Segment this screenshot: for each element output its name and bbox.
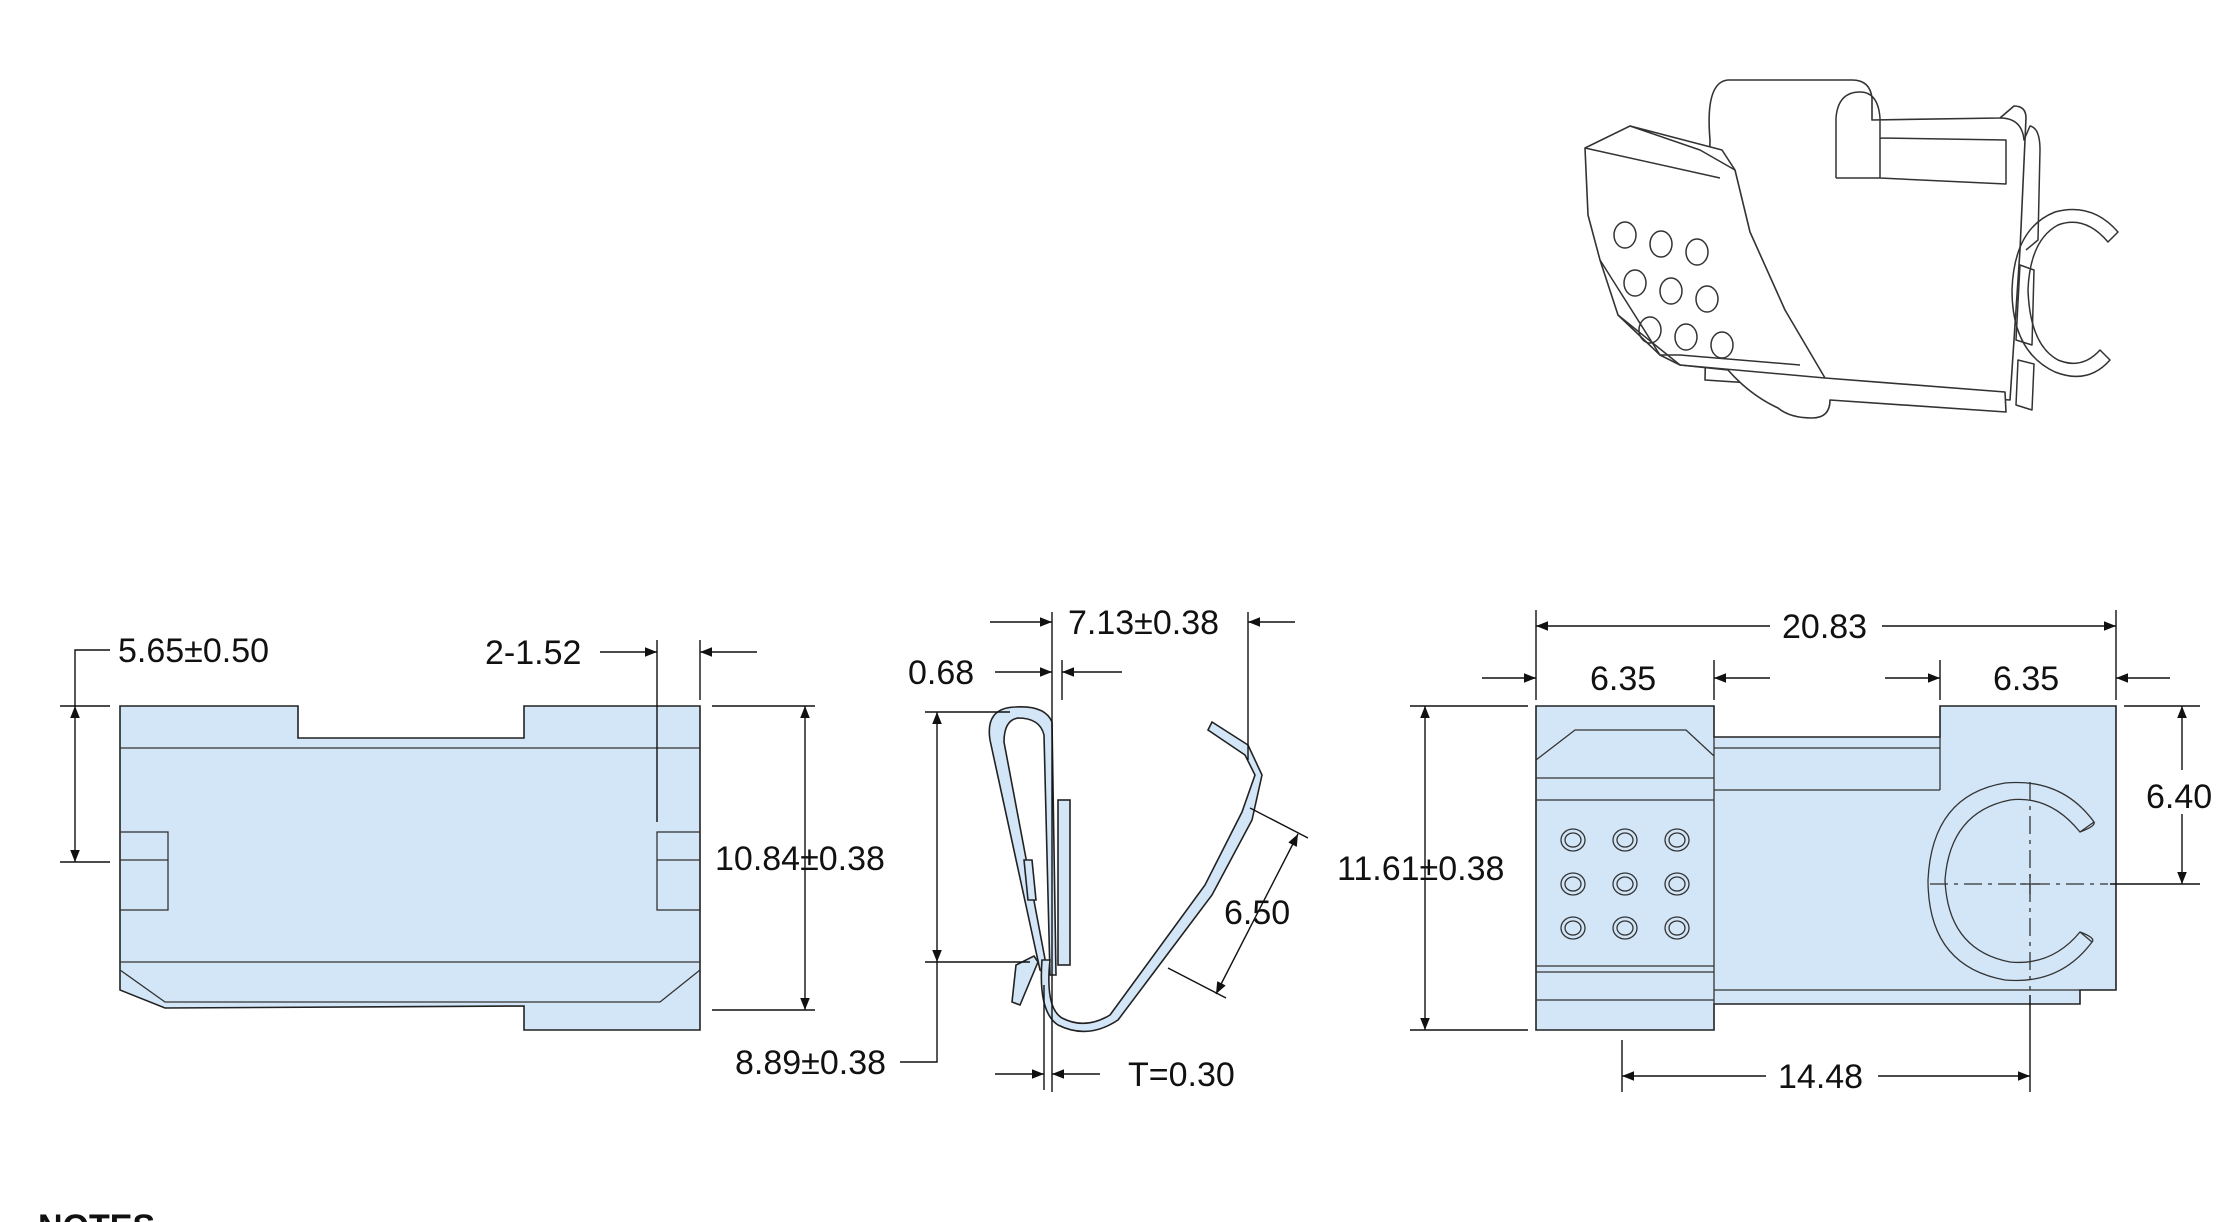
iso-c-slot [2011, 208, 2119, 378]
side-dim-finger: 6.50 [1224, 894, 1290, 932]
iso-front-top-bend [1584, 125, 1736, 179]
front-right-slot [656, 831, 701, 911]
side-dim-height: 8.89±0.38 [735, 1044, 886, 1082]
end-body [1535, 705, 2117, 1031]
iso-side-clip [2015, 264, 2035, 411]
front-dim-slot: 2-1.52 [485, 634, 581, 672]
front-left-slot [119, 831, 169, 911]
iso-right-curl [1999, 117, 2041, 251]
front-view: 5.65±0.50 2-1.52 10.84±0.38 [60, 632, 885, 1031]
iso-dimple-holes [1613, 221, 1734, 359]
end-dim-left-tab: 6.35 [1590, 660, 1656, 698]
side-main-spring [1040, 720, 1263, 1033]
side-dim-thickness: T=0.30 [1128, 1056, 1235, 1094]
end-dim-height: 11.61±0.38 [1337, 850, 1504, 888]
side-dim-gap: 0.68 [908, 654, 974, 692]
side-left-loop [988, 705, 1057, 977]
front-body [119, 705, 701, 1031]
end-dim-hole-offset: 14.48 [1778, 1058, 1863, 1096]
end-view: 20.83 6.35 6.35 11.61±0.38 6.40 14.48 [1337, 600, 2228, 1098]
notes-heading: NOTES [38, 1208, 155, 1222]
end-dim-slot-height: 6.40 [2146, 778, 2212, 816]
end-dimple-holes [1560, 828, 1690, 940]
front-dim-height: 10.84±0.38 [715, 840, 885, 878]
side-inner-tab [1023, 859, 1037, 901]
front-bottom-chamfer [119, 969, 701, 1003]
side-center-strip [1057, 799, 1071, 966]
front-dim-offset: 5.65±0.50 [118, 632, 269, 670]
side-dim-width: 7.13±0.38 [1068, 604, 1219, 642]
end-dim-right-tab: 6.35 [1993, 660, 2059, 698]
end-c-slot [1927, 781, 2095, 982]
isometric-view [1584, 79, 2119, 419]
end-dim-overall: 20.83 [1782, 608, 1867, 646]
side-inner-finger [1011, 954, 1039, 1007]
end-top-pad [1535, 729, 1715, 801]
iso-center-tab [1835, 91, 2007, 185]
iso-front-bend [1599, 259, 1801, 366]
side-view: 7.13±0.38 0.68 6.50 8.89±0.38 T=0.30 [735, 604, 1309, 1094]
iso-front-face [1584, 125, 2007, 419]
